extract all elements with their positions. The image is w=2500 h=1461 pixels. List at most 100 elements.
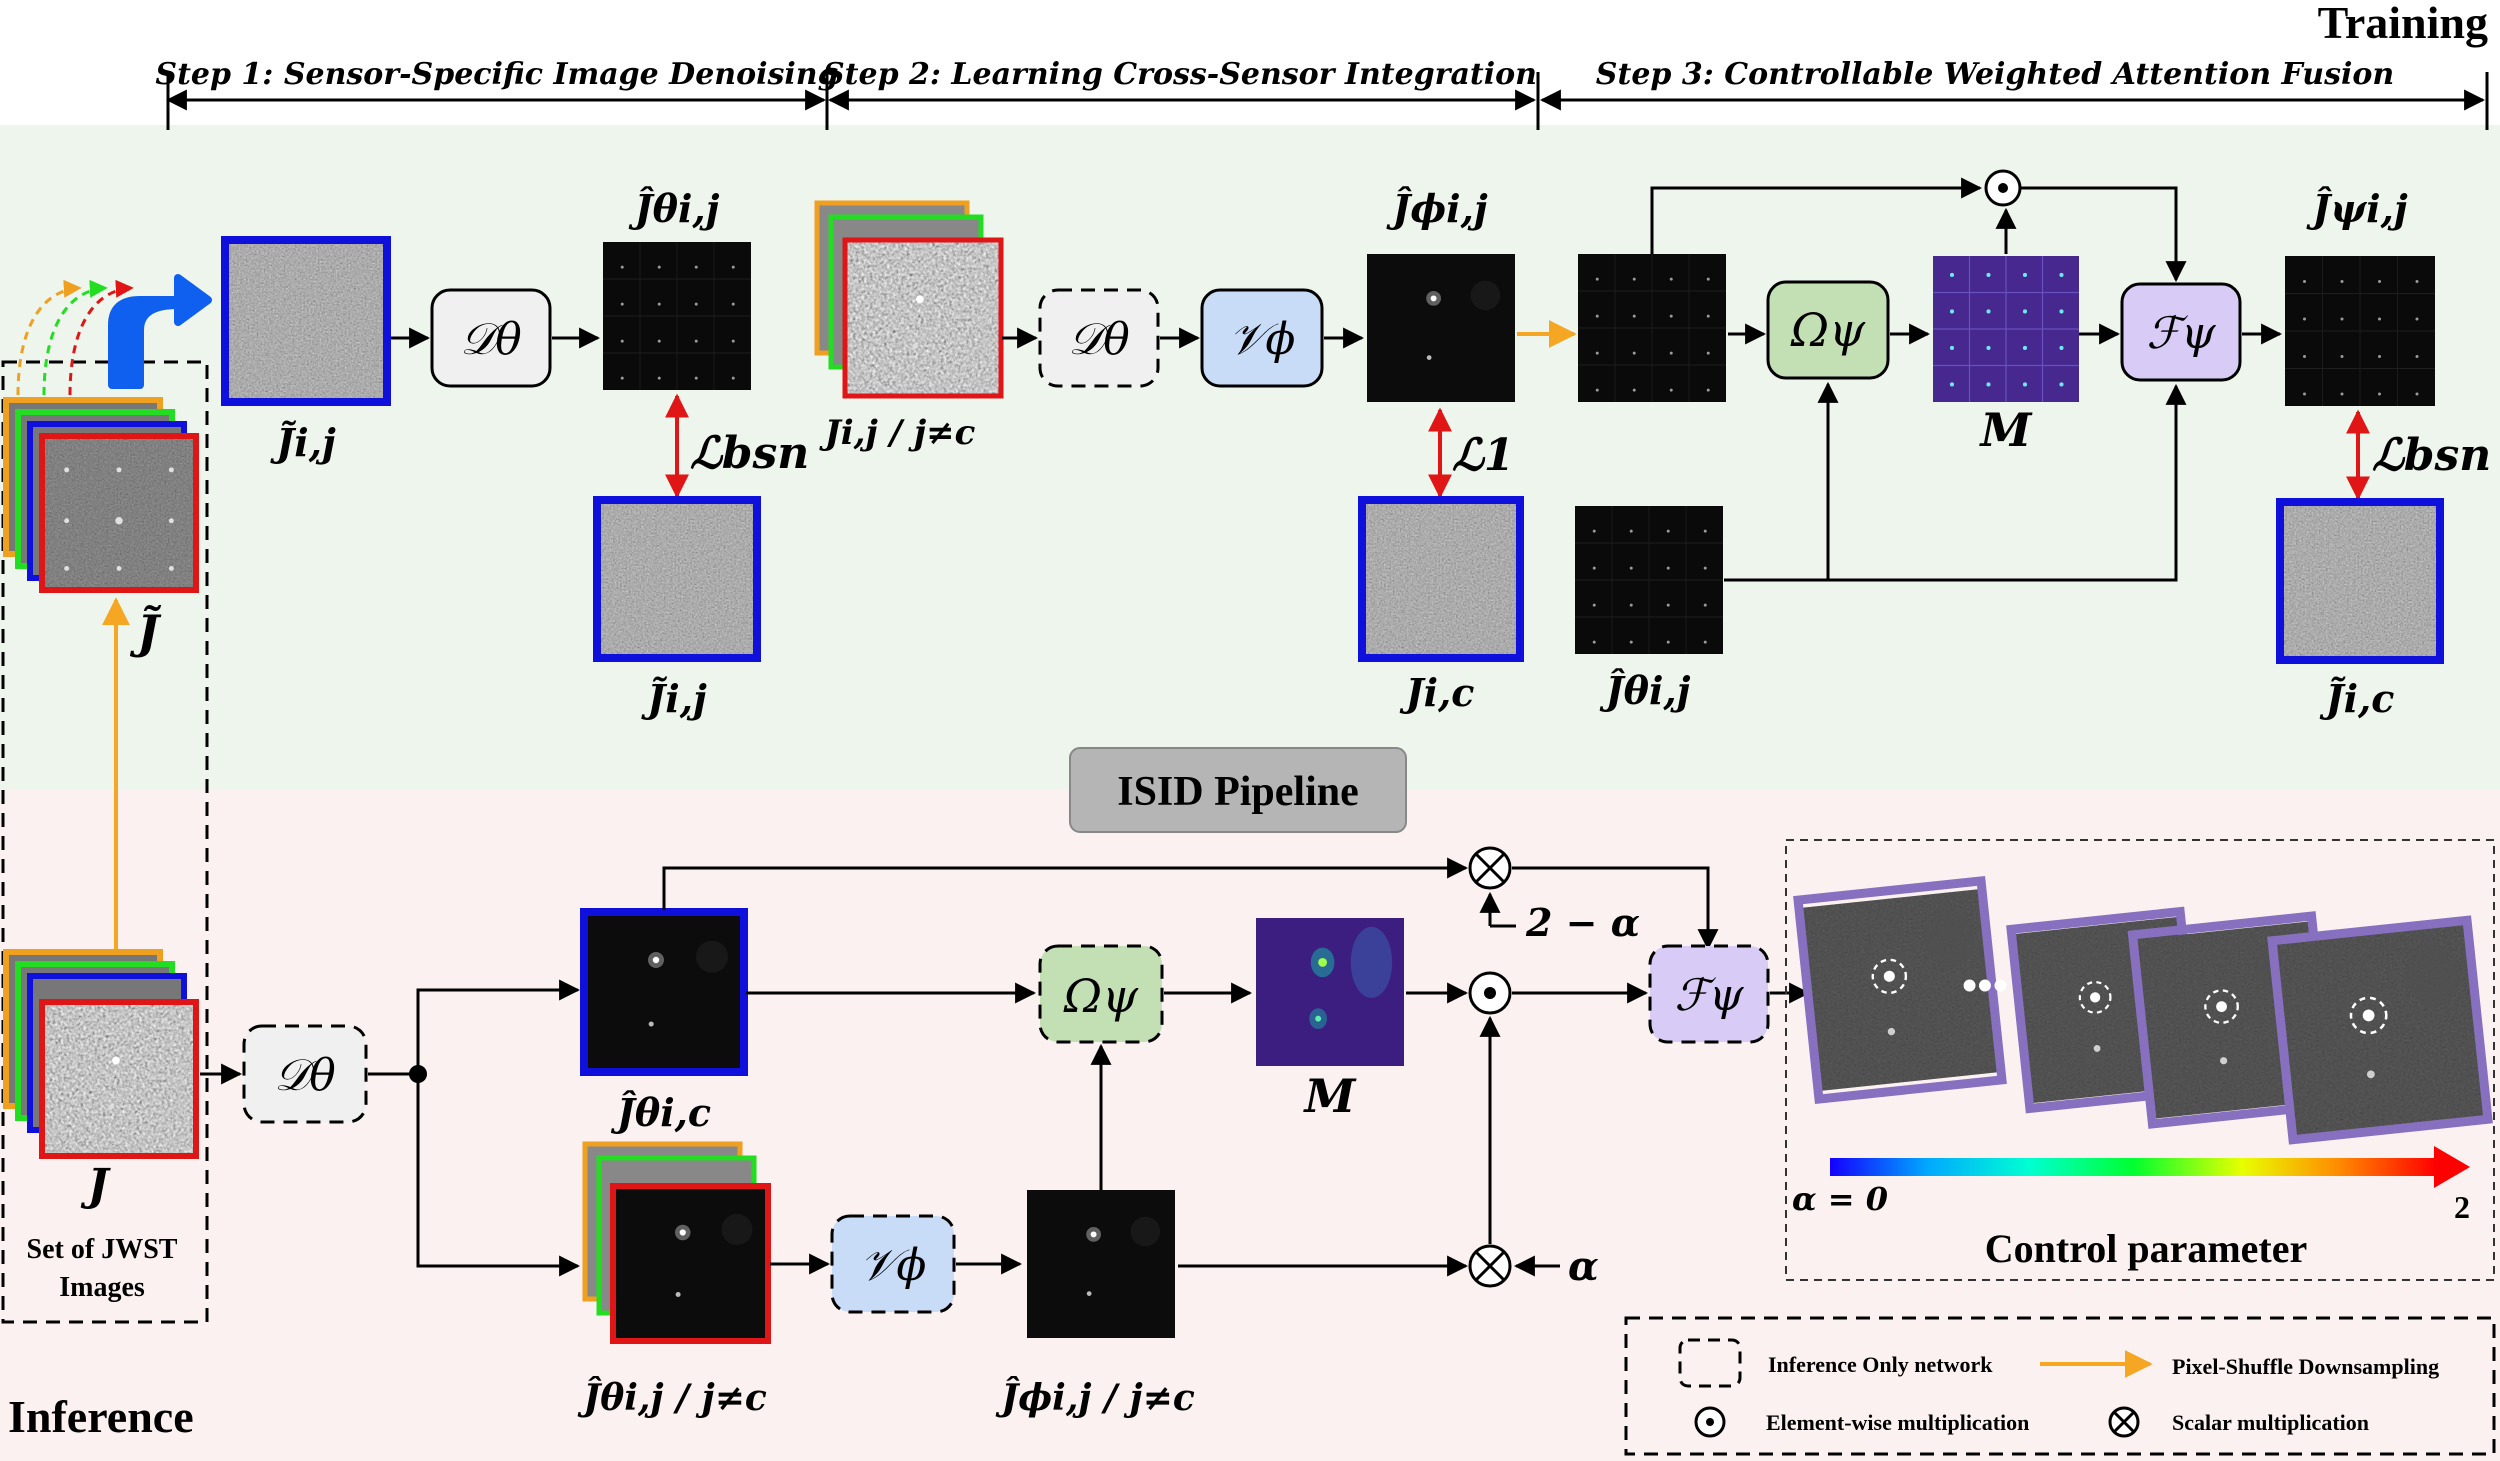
attention-mask-train [1933,256,2079,402]
inference-theta-front [610,1183,771,1344]
step3-target-label: J̃i,c [2320,676,2395,721]
denoiser-block-step1 [430,288,552,388]
legend-inference-only-icon [1678,1338,1742,1388]
flow-arrow [1724,383,2187,582]
attention-block-step3 [1766,280,1890,380]
jwst-set-noisy-stack [3,397,199,593]
loss-bsn2-label: ℒbsn [2372,430,2491,481]
result-image-alpha-low [1793,875,2007,1105]
step1-input-label: J̃i,j [270,420,336,465]
legend-elementwise-icon-dot [1706,1418,1714,1426]
alpha-max-label: 2 [2454,1189,2470,1225]
step2-input-stack [814,200,1004,399]
inference-theta-stack [582,1141,771,1344]
result-image-alpha-high [2267,915,2493,1145]
inference-region [0,790,2500,1461]
step2-target-label: Ji,c [1400,670,1475,715]
inference-theta-c-label: Ĵθi,c [611,1090,711,1135]
attention-label-step3: Ωψ [1790,303,1866,357]
flow-arrow [416,979,581,1074]
inference-title: Inference [8,1391,194,1442]
denoiser-label-step1: 𝒟θ [460,314,522,365]
step1-target-label: J̃i,j [641,676,707,721]
set-caption-line1: Set of JWST [27,1234,178,1265]
fusion-label-step3: ℱψ [2146,308,2216,359]
step3-shuffled-image [1578,254,1726,402]
pipeline-badge [1069,747,1407,833]
jwst-set-stack [3,949,199,1159]
control-panel [1785,839,2495,1281]
alpha-colorbar [1830,1158,2436,1176]
flow-arrow [2020,186,2187,283]
flow-arrow [1512,866,1719,951]
alpha-min-label: α = 0 [1792,1180,1888,1218]
step2-input-label: Ji,j / j≠c [819,413,976,453]
set-caption-line2: Images [59,1272,145,1303]
vit-label-step2: 𝒱ϕ [1229,314,1296,365]
legend-scalar-label: Scalar multiplication [2172,1410,2369,1435]
fusion-block-step3 [2120,282,2242,382]
scalar-op-bottom-cross [1474,1250,1506,1282]
legend-pixel-shuffle-label: Pixel-Shuffle Downsampling [2172,1354,2439,1379]
alpha-colorbar-head [2434,1146,2470,1188]
attention-mask-inference [1256,918,1404,1066]
inference-theta-c-image [580,908,748,1076]
two-minus-alpha-label: 2 − α [1525,900,1640,945]
training-region [0,0,2500,790]
control-parameter-title: Control parameter [1985,1226,2308,1271]
step2-output-image [1367,254,1515,402]
step3-theta-label: Ĵθi,j [1600,668,1691,713]
mask-train-label: M [1979,403,2034,457]
denoiser-label-inference: 𝒟θ [274,1050,336,1101]
flow-arrow [1650,177,1983,254]
inference-phi-image [1027,1190,1175,1338]
loss-l1-label: ℒ1 [1452,430,1514,481]
step3-output-image [2285,256,2435,406]
fusion-label-inference: ℱψ [1674,970,1744,1021]
flow-arrow [416,1074,581,1277]
flow-arrow [662,857,1469,910]
loss-bsn1-label: ℒbsn [690,428,809,479]
vit-block-inference [830,1214,956,1314]
mask-inference-label: M [1303,1069,1358,1123]
attention-block-inference [1038,944,1164,1044]
elementwise-op-dot [1998,183,2008,193]
image-set-column [1,360,209,1324]
jwst-set-noisy-front [39,433,199,593]
elementwise-op-inference-dot [1484,987,1496,999]
step1-denoised-image [603,242,751,390]
step3-theta-image [1575,506,1723,654]
alpha-label: α [1568,1243,1599,1290]
sensor-select-arrows [16,279,134,396]
denoiser-label-step2: 𝒟θ [1068,314,1130,365]
step1-target-image [593,496,761,662]
fusion-block-inference [1648,944,1770,1044]
legend-inference-only-label: Inference Only network [1768,1352,1993,1377]
step1-input-image [221,236,391,406]
step1-denoised-label: Ĵθi,j [629,186,720,231]
legend-scalar-icon-cross [2112,1410,2136,1434]
vit-block-step2 [1200,288,1324,388]
denoiser-block-inference [242,1024,368,1124]
step2-target-image [1358,496,1524,662]
vit-label-inference: 𝒱ϕ [860,1240,927,1291]
step-span-arrows [165,72,2489,130]
pipeline-badge-text: ISID Pipeline [1117,769,1359,815]
selected-sensor-arrow [108,274,212,389]
step2-input-front [842,237,1004,399]
step-2-label: Step 2: Learning Cross-Sensor Integratio… [823,57,1537,92]
attention-label-inference: Ωψ [1063,969,1139,1023]
step-3-label: Step 3: Controllable Weighted Attention … [1596,57,2394,92]
inference-phi-label: Ĵϕi,j / j≠c [995,1376,1195,1419]
step3-target-image [2276,498,2444,664]
step-1-label: Step 1: Sensor-Specific Image Denoising [155,57,838,92]
legend-box [1624,1316,2496,1456]
step2-output-label: Ĵϕi,j [1386,186,1487,231]
jwst-set-front [39,999,199,1159]
step3-output-label: Ĵψi,j [2306,186,2407,231]
legend-elementwise-label: Element-wise multiplication [1766,1410,2029,1435]
result-ellipsis: ••• [1962,961,2008,1010]
inference-theta-stack-label: Ĵθi,j / j≠c [577,1376,767,1419]
